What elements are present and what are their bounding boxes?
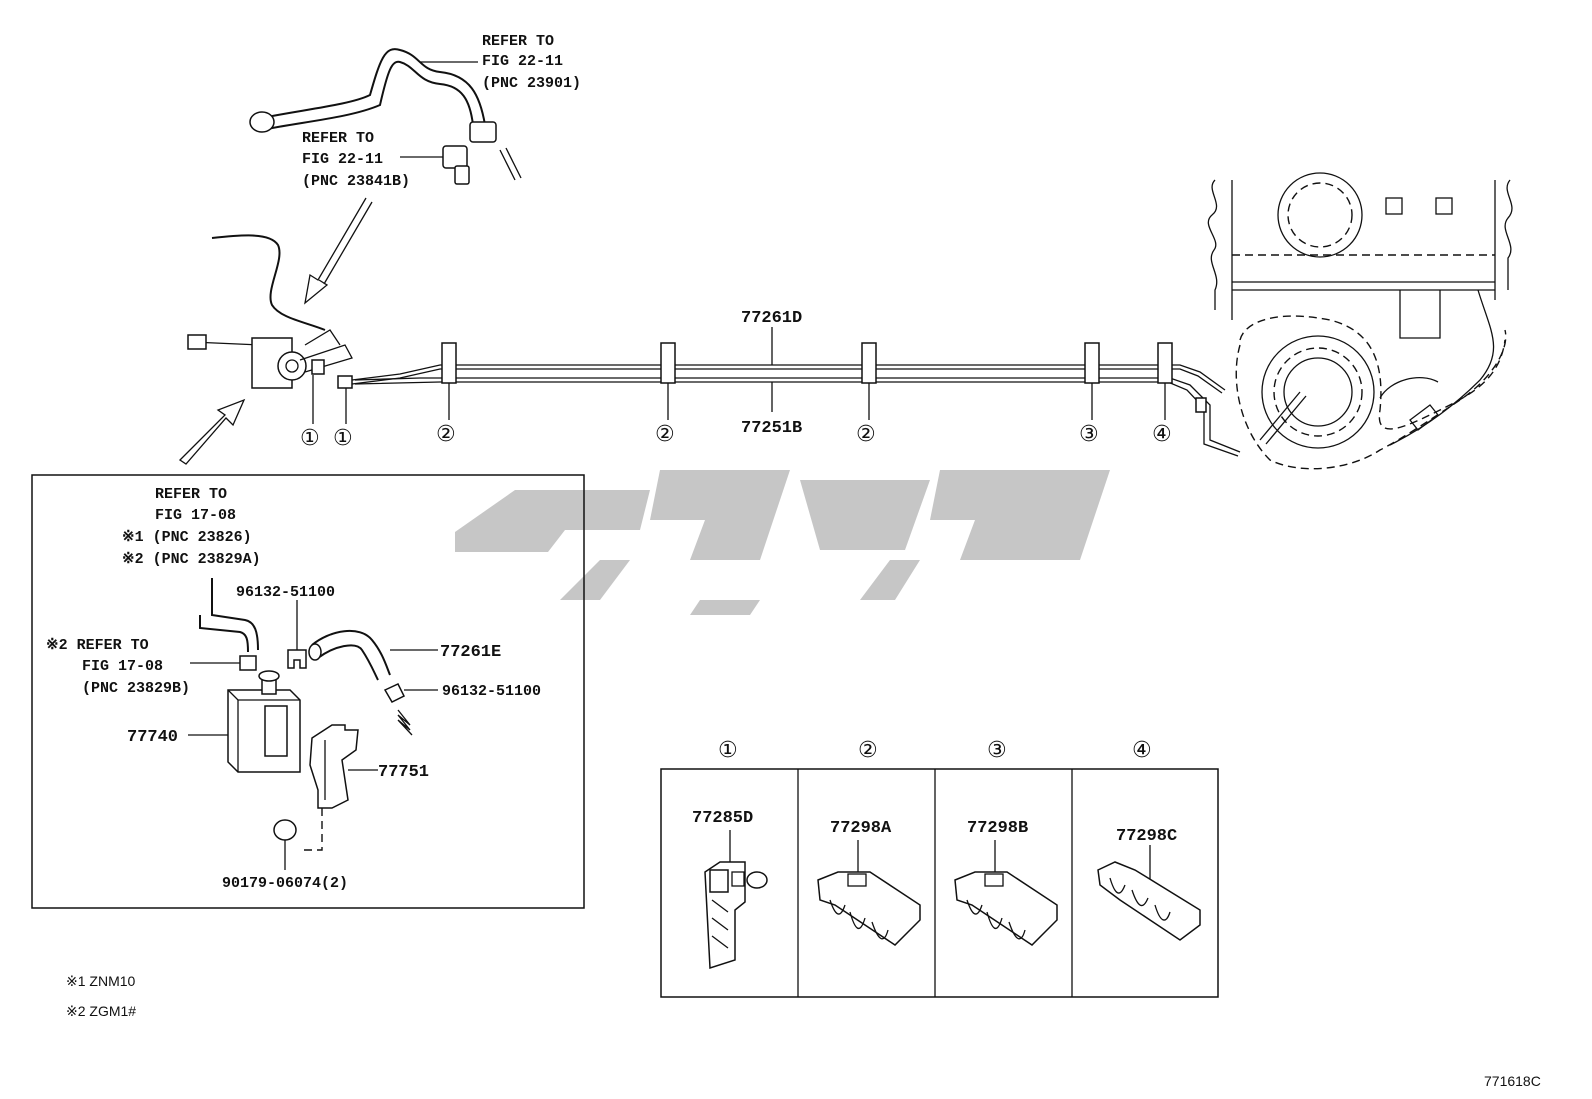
legend-part-1: 77285D [692,809,753,828]
legend-part-3: 77298B [967,819,1028,838]
legend-num-4: ④ [1132,738,1152,763]
watermark-logo [455,470,1110,615]
legend-num-2: ② [858,738,878,763]
label-90179: 90179-06074(2) [222,875,348,892]
label-96132-a: 96132-51100 [236,584,335,601]
ref-top-right-line1: REFER TO [482,33,554,50]
dashed-mount-line [302,808,323,851]
legend-num-3: ③ [987,738,1007,763]
callout-4: ④ [1152,422,1172,447]
ref-top-left-line2: FIG 22-11 [302,151,383,168]
ref-box-line1: REFER TO [155,486,227,503]
label-77751: 77751 [378,763,429,782]
ref-box-left-line2: FIG 17-08 [82,658,163,675]
ref-top-right-line2: FIG 22-11 [482,53,563,70]
hose-23901 [249,48,522,181]
legend-part-2: 77298A [830,819,892,838]
connector-23841B [400,145,470,185]
clamp-legend-table [660,768,1219,998]
callout-2c: ② [856,422,876,447]
clamp-77298B [954,840,1058,946]
pointer-arrow-up [178,398,246,465]
ref-box-line2: FIG 17-08 [155,507,236,524]
callout-3: ③ [1079,422,1099,447]
canister-assembly-top [187,234,353,389]
note-2: ※2 ZGM1# [66,1003,136,1019]
callout-2a: ② [436,422,456,447]
ref-box-line3: ※1 (PNC 23826) [122,529,252,546]
clamp-77298A [817,840,921,946]
label-77740: 77740 [127,728,178,747]
connector-23829B [239,655,257,671]
clamp-77298C [1097,845,1201,941]
hose-23826 [199,578,259,653]
legend-part-4: 77298C [1116,827,1177,846]
label-77261E: 77261E [440,643,501,662]
legend-num-1: ① [718,738,738,763]
ref-top-left-line3: (PNC 23841B) [302,173,410,190]
callout-2b: ② [655,422,675,447]
hose-77261E [308,629,391,681]
canister-detail-box [31,474,585,909]
clip-96132-a [287,649,307,669]
ref-top-right-line3: (PNC 23901) [482,75,581,92]
figure-id: 771618C [1484,1073,1541,1089]
fuel-tank-structure [1195,172,1513,470]
canister-77740 [227,670,301,773]
label-96132-b: 96132-51100 [442,683,541,700]
pointer-arrow-down [304,197,373,305]
callout-1a: ① [300,426,320,451]
spring [397,709,413,736]
label-77261D: 77261D [741,309,802,328]
label-77251B: 77251B [741,419,802,438]
nut-90179 [273,819,297,841]
ref-top-left-line1: REFER TO [302,130,374,147]
clip-96132-b [383,683,406,703]
ref-box-line4: ※2 (PNC 23829A) [122,551,261,568]
bracket-77751 [309,724,359,809]
note-1: ※1 ZNM10 [66,973,136,989]
fuel-lines [351,342,1241,457]
ref-box-left-line3: (PNC 23829B) [82,680,190,697]
clamp-77285D [704,830,768,970]
ref-box-left-line1: ※2 REFER TO [46,637,149,654]
callout-1b: ① [333,426,353,451]
